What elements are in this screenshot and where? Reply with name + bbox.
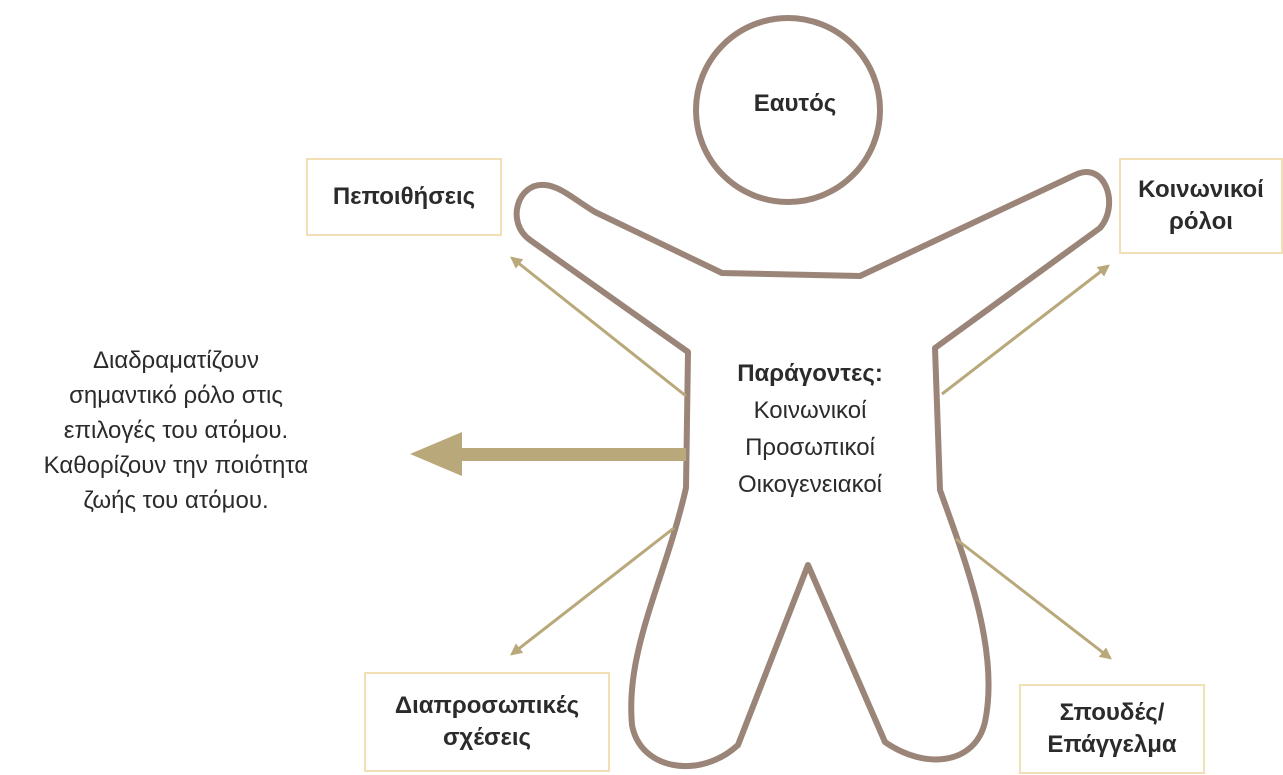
box-relationships-line2: σχέσεις: [442, 724, 532, 751]
box-social-roles: Κοινωνικοί ρόλοι: [1119, 158, 1283, 254]
description-line: Καθορίζουν την ποιότητα: [43, 452, 309, 479]
box-studies-line1: Σπουδές/: [1059, 699, 1165, 726]
box-studies-line2: Επάγγελμα: [1047, 731, 1177, 758]
arrow-to-studies: [955, 537, 1112, 660]
box-beliefs-text: Πεποιθήσεις: [332, 183, 476, 210]
factors-title: Παράγοντες:: [737, 360, 883, 387]
thick-arrow-shaft: [450, 448, 686, 461]
box-relationships: Διαπροσωπικές σχέσεις: [364, 672, 610, 772]
description-line: Διαδραματίζουν: [92, 347, 260, 374]
box-beliefs: Πεποιθήσεις: [306, 158, 502, 236]
box-social-roles-line2: ρόλοι: [1169, 208, 1233, 235]
head-label: Εαυτός: [753, 90, 837, 117]
description-text: Διαδραματίζουν σημαντικό ρόλο στις επιλο…: [0, 343, 352, 518]
description-line: ζωής του ατόμου.: [83, 487, 269, 514]
person-head: [693, 15, 883, 205]
factor-item: Κοινωνικοί: [753, 397, 867, 424]
arrow-to-social-roles: [941, 264, 1110, 396]
factor-item: Προσωπικοί: [745, 434, 875, 461]
person-body-outline: [513, 169, 1112, 769]
thick-arrow-head: [410, 432, 462, 476]
description-line: επιλογές του ατόμου.: [63, 417, 289, 444]
factors-label: Παράγοντες: Κοινωνικοί Προσωπικοί Οικογε…: [690, 355, 930, 503]
arrow-to-relationships: [510, 526, 675, 656]
box-social-roles-line1: Κοινωνικοί: [1138, 176, 1264, 203]
description-line: σημαντικό ρόλο στις: [69, 382, 283, 409]
box-studies: Σπουδές/ Επάγγελμα: [1019, 684, 1205, 774]
arrow-to-beliefs: [510, 256, 687, 398]
factor-item: Οικογενειακοί: [737, 471, 883, 498]
box-relationships-line1: Διαπροσωπικές: [394, 692, 580, 719]
